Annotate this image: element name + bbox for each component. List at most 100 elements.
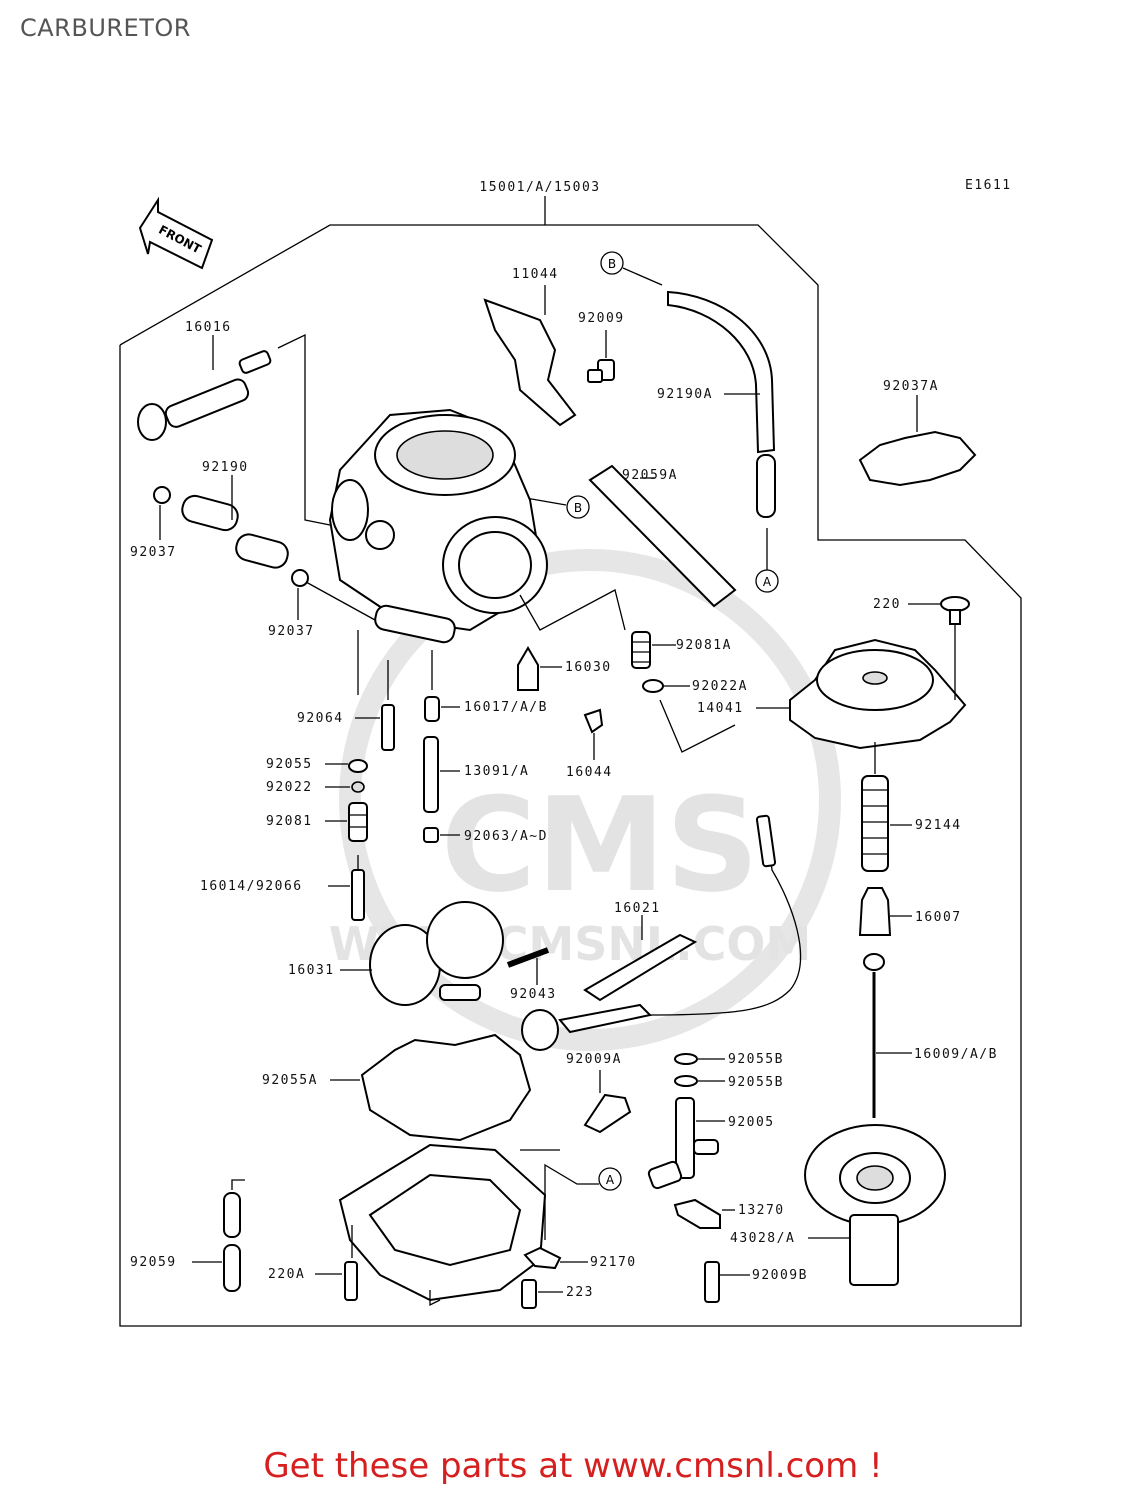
label-16014: 16014/92066 <box>200 879 303 894</box>
label-92064: 92064 <box>297 711 344 726</box>
footer-banner: Get these parts at www.cmsnl.com ! <box>0 1446 1146 1486</box>
part-16014-screw <box>351 855 365 921</box>
part-13270-plate <box>673 1198 721 1229</box>
ref-badge-b-mid: B <box>566 495 590 519</box>
ref-badge-a-bottom: A <box>598 1167 622 1191</box>
label-220: 220 <box>873 597 901 612</box>
label-92170: 92170 <box>590 1255 637 1270</box>
label-92190: 92190 <box>202 460 249 475</box>
part-92022-washer <box>351 781 365 793</box>
part-16044-clip <box>583 708 604 734</box>
label-92043: 92043 <box>510 987 557 1002</box>
label-92022: 92022 <box>266 780 313 795</box>
label-15001: 15001/A/15003 <box>479 180 600 195</box>
front-arrow-icon: FRONT <box>138 196 214 270</box>
label-92037-upper: 92037 <box>130 545 177 560</box>
carburetor-body <box>328 408 548 644</box>
part-92144-spring <box>861 775 889 872</box>
label-92081: 92081 <box>266 814 313 829</box>
svg-text:A: A <box>763 575 772 589</box>
label-16021: 16021 <box>614 901 661 916</box>
part-92022a-washer <box>642 679 664 693</box>
ref-badge-a-top: A <box>755 569 779 593</box>
part-92055b-oring-2 <box>674 1075 698 1087</box>
assembly-frame <box>119 224 1022 1327</box>
label-92059: 92059 <box>130 1255 177 1270</box>
part-16030-float-valve <box>517 646 539 691</box>
figure-code: E1611 <box>965 178 1012 193</box>
part-220-screw <box>940 596 970 625</box>
label-92009a: 92009A <box>566 1052 622 1067</box>
label-92022a: 92022A <box>692 679 748 694</box>
svg-text:B: B <box>608 257 616 271</box>
svg-text:A: A <box>606 1173 615 1187</box>
part-16031-slide <box>369 901 504 1006</box>
part-16016-plunger <box>137 350 272 441</box>
label-92037-lower: 92037 <box>268 624 315 639</box>
part-92190-hose-1 <box>181 494 239 532</box>
part-220a-screw <box>344 1261 358 1301</box>
label-92081a: 92081A <box>676 638 732 653</box>
label-16044: 16044 <box>566 765 613 780</box>
part-92043-pin <box>506 947 550 968</box>
part-11044-bracket <box>483 298 577 427</box>
label-92190a: 92190A <box>657 387 713 402</box>
footer-link[interactable]: Get these parts at www.cmsnl.com ! <box>263 1446 883 1486</box>
part-92170-clamp <box>523 1246 562 1270</box>
part-92037a-clamp <box>858 430 977 487</box>
part-16007-retainer <box>858 887 892 936</box>
label-92037a: 92037A <box>883 379 939 394</box>
part-92059-hose <box>223 1192 241 1292</box>
part-92064-jet <box>381 704 395 751</box>
label-92009b: 92009B <box>752 1268 808 1283</box>
label-16017: 16017/A/B <box>464 700 548 715</box>
part-92055a-gasket <box>360 1033 532 1142</box>
label-11044: 11044 <box>512 267 559 282</box>
label-92144: 92144 <box>915 818 962 833</box>
part-92037-clip-1 <box>153 486 171 504</box>
part-16017-needle-jet <box>424 696 440 722</box>
label-92009: 92009 <box>578 311 625 326</box>
part-92009-screw <box>587 359 615 383</box>
part-16009-jet-needle <box>863 953 885 1118</box>
ref-badge-b-top: B <box>600 251 624 275</box>
label-16031: 16031 <box>288 963 335 978</box>
part-92055-oring <box>348 759 368 773</box>
choke-cable <box>649 814 802 1016</box>
part-92063-main-jet <box>423 827 439 843</box>
label-92055b-upper: 92055B <box>728 1052 784 1067</box>
label-92055b-lower: 92055B <box>728 1075 784 1090</box>
part-float-bowl <box>338 1143 547 1302</box>
label-13270: 13270 <box>738 1203 785 1218</box>
part-92081a-spring <box>631 631 651 669</box>
label-14041: 14041 <box>697 701 744 716</box>
label-16009: 16009/A/B <box>914 1047 998 1062</box>
part-43028-diaphragm <box>804 1124 946 1286</box>
page-title: CARBURETOR <box>20 14 191 42</box>
part-92190a-hose <box>667 290 776 454</box>
label-43028: 43028/A <box>730 1231 795 1246</box>
part-92037-clip-2 <box>291 569 309 587</box>
part-92009a-screw <box>583 1093 632 1134</box>
label-220a: 220A <box>268 1267 305 1282</box>
part-223-screw <box>521 1279 537 1309</box>
part-92055b-oring-1 <box>674 1053 698 1065</box>
label-16016: 16016 <box>185 320 232 335</box>
part-92005-fitting <box>647 1097 719 1190</box>
label-92055a: 92055A <box>262 1073 318 1088</box>
part-92190-hose-2 <box>235 533 289 569</box>
part-14041-cover <box>789 638 967 750</box>
label-16007: 16007 <box>915 910 962 925</box>
part-92081-spring <box>348 802 368 842</box>
label-92005: 92005 <box>728 1115 775 1130</box>
carburetor-exploded-diagram: CMS WWW.CMSNL.COM 15001/A/15003 E1611 FR… <box>119 178 1022 1327</box>
part-13091-jet-holder <box>423 736 439 813</box>
label-223: 223 <box>566 1285 594 1300</box>
label-16030: 16030 <box>565 660 612 675</box>
part-16021-lever <box>521 933 698 1051</box>
part-92009b-screw <box>704 1261 720 1303</box>
part-92059a-hose <box>588 464 737 608</box>
cms-watermark: CMS WWW.CMSNL.COM <box>329 549 841 1051</box>
label-92055: 92055 <box>266 757 313 772</box>
watermark-brand: CMS <box>441 769 759 921</box>
